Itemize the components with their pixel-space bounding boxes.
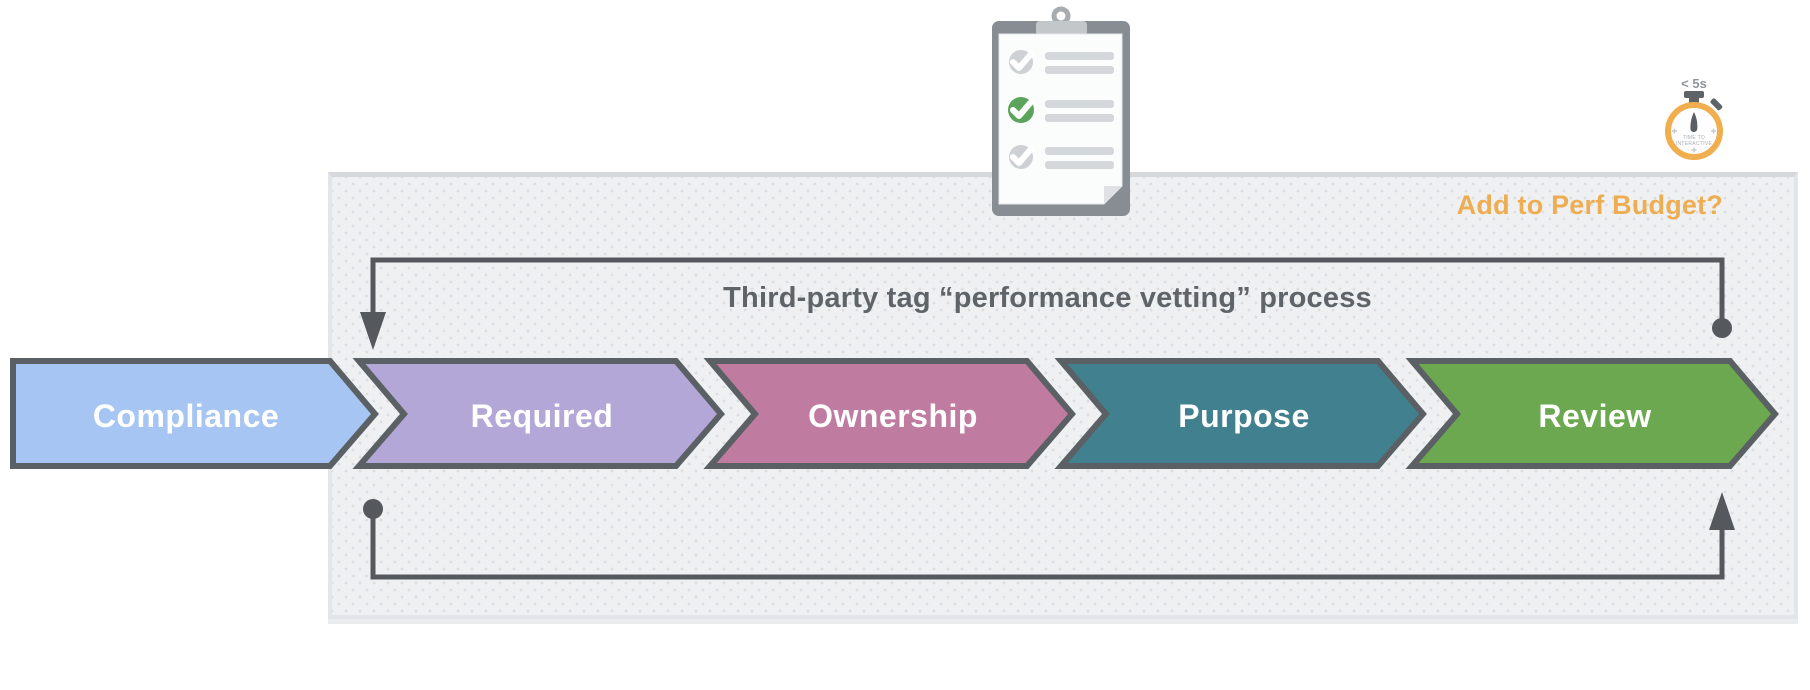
checklist-row [1009,50,1114,74]
stopwatch-dial-label: INTERACTIVE [1676,141,1713,147]
top-loop-arrowhead-icon [360,312,386,350]
text-line [1045,114,1114,122]
text-line [1045,52,1114,60]
stopwatch-dial-label: TIME TO [1683,135,1705,141]
bottom-loop [370,509,1725,580]
top-loop-line [370,257,1725,328]
chevron-step-review [1405,358,1779,469]
text-line [1045,66,1114,74]
chevron-step-required [352,358,725,469]
stopwatch-icon: < 5s TIME TO INTERACTIVE [1665,76,1723,160]
checklist-row [1009,145,1114,169]
bottom-loop-start-dot [363,499,383,519]
chevron-step-ownership [703,358,1076,469]
checklist-clipboard-icon [992,6,1130,216]
text-line [1045,147,1114,155]
stopwatch-side-button [1710,98,1723,111]
checklist-row [1008,97,1114,123]
dial-ticks [1672,128,1716,153]
stopwatch-needle [1690,112,1698,132]
chevron-step-compliance [10,358,379,469]
panel-title: Third-party tag “performance vetting” pr… [723,282,1372,314]
chevron-label-ownership: Ownership [808,398,978,434]
text-line [1045,100,1114,108]
top-loop [370,257,1725,328]
paper-fold-corner [1104,186,1122,204]
text-line [1045,161,1114,169]
chevron-label-required: Required [471,398,614,434]
check-icon [1010,51,1034,71]
check-icon [1010,146,1034,166]
clipboard-clip [1036,21,1087,36]
chevron-label-purpose: Purpose [1178,398,1310,434]
perf-budget-question: Add to Perf Budget? [1456,190,1723,220]
bottom-loop-arrowhead-icon [1709,492,1735,530]
check-icon [1010,99,1034,119]
bottom-loop-line [370,509,1725,580]
clipboard-ring [1051,6,1071,26]
stopwatch-caption: < 5s [1681,76,1707,91]
top-loop-start-dot [1712,318,1732,338]
stopwatch-stem [1689,96,1699,107]
chevron-label-compliance: Compliance [93,398,279,434]
chevron-step-purpose [1054,358,1427,469]
chevron-label-review: Review [1538,398,1651,434]
